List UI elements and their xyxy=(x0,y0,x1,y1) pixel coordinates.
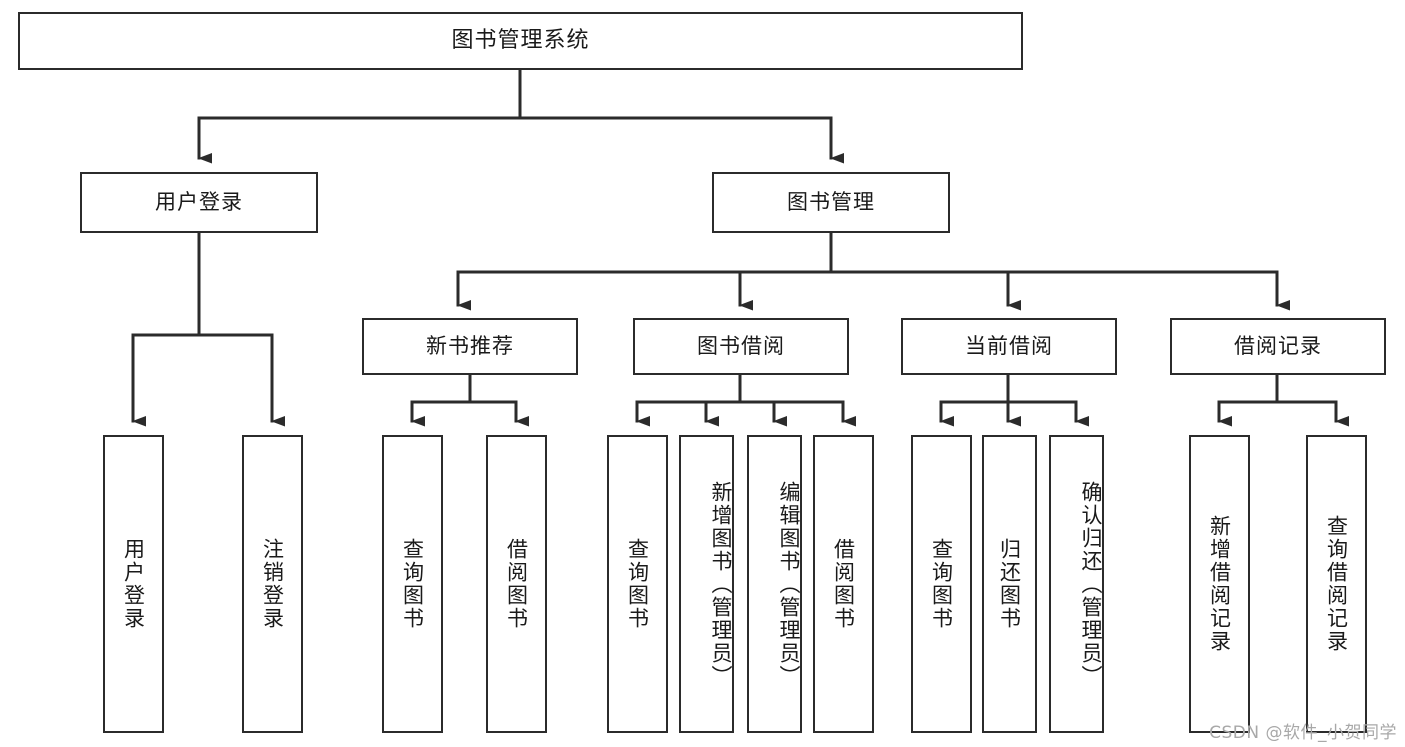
node-book-borrow[interactable]: 图书借阅 xyxy=(633,318,849,375)
node-label: 借阅图书 xyxy=(504,538,529,630)
node-label: 用户登录 xyxy=(121,538,146,630)
node-leaf-query-record[interactable]: 查询借阅记录 xyxy=(1306,435,1367,733)
node-label: 当前借阅 xyxy=(965,334,1053,359)
node-label: 归还图书 xyxy=(997,538,1022,630)
node-label: 确认归还（管理员） xyxy=(1079,480,1103,688)
node-leaf-confirm-return[interactable]: 确认归还（管理员） xyxy=(1049,435,1104,733)
node-leaf-return-book[interactable]: 归还图书 xyxy=(982,435,1037,733)
node-label: 图书管理系统 xyxy=(451,28,590,54)
node-leaf-query-book-3[interactable]: 查询图书 xyxy=(911,435,972,733)
node-leaf-add-record[interactable]: 新增借阅记录 xyxy=(1189,435,1250,733)
node-user-login[interactable]: 用户登录 xyxy=(80,172,318,233)
node-leaf-query-book-1[interactable]: 查询图书 xyxy=(382,435,443,733)
node-leaf-query-book-2[interactable]: 查询图书 xyxy=(607,435,668,733)
node-root-book-management-system[interactable]: 图书管理系统 xyxy=(18,12,1023,70)
node-borrow-record[interactable]: 借阅记录 xyxy=(1170,318,1386,375)
node-book-manage[interactable]: 图书管理 xyxy=(712,172,950,233)
node-label: 图书管理 xyxy=(787,190,875,215)
node-label: 借阅记录 xyxy=(1234,334,1322,359)
node-leaf-add-book[interactable]: 新增图书（管理员） xyxy=(679,435,734,733)
node-label: 查询图书 xyxy=(929,538,954,630)
node-label: 注销登录 xyxy=(260,538,285,630)
node-label: 编辑图书（管理员） xyxy=(777,480,801,688)
node-leaf-borrow-book-2[interactable]: 借阅图书 xyxy=(813,435,874,733)
node-label: 查询图书 xyxy=(625,538,650,630)
node-current-borrow[interactable]: 当前借阅 xyxy=(901,318,1117,375)
node-label: 新增借阅记录 xyxy=(1207,515,1232,653)
node-leaf-user-login[interactable]: 用户登录 xyxy=(103,435,164,733)
node-label: 查询图书 xyxy=(400,538,425,630)
node-label: 借阅图书 xyxy=(831,538,856,630)
node-leaf-borrow-book-1[interactable]: 借阅图书 xyxy=(486,435,547,733)
node-new-book-recommend[interactable]: 新书推荐 xyxy=(362,318,578,375)
node-label: 查询借阅记录 xyxy=(1324,515,1349,653)
node-leaf-logout-login[interactable]: 注销登录 xyxy=(242,435,303,733)
node-label: 新增图书（管理员） xyxy=(709,480,733,688)
node-label: 用户登录 xyxy=(155,190,243,215)
node-label: 新书推荐 xyxy=(426,334,514,359)
watermark-text: CSDN @软件_小贺同学 xyxy=(1209,723,1397,743)
node-label: 图书借阅 xyxy=(697,334,785,359)
node-leaf-edit-book[interactable]: 编辑图书（管理员） xyxy=(747,435,802,733)
